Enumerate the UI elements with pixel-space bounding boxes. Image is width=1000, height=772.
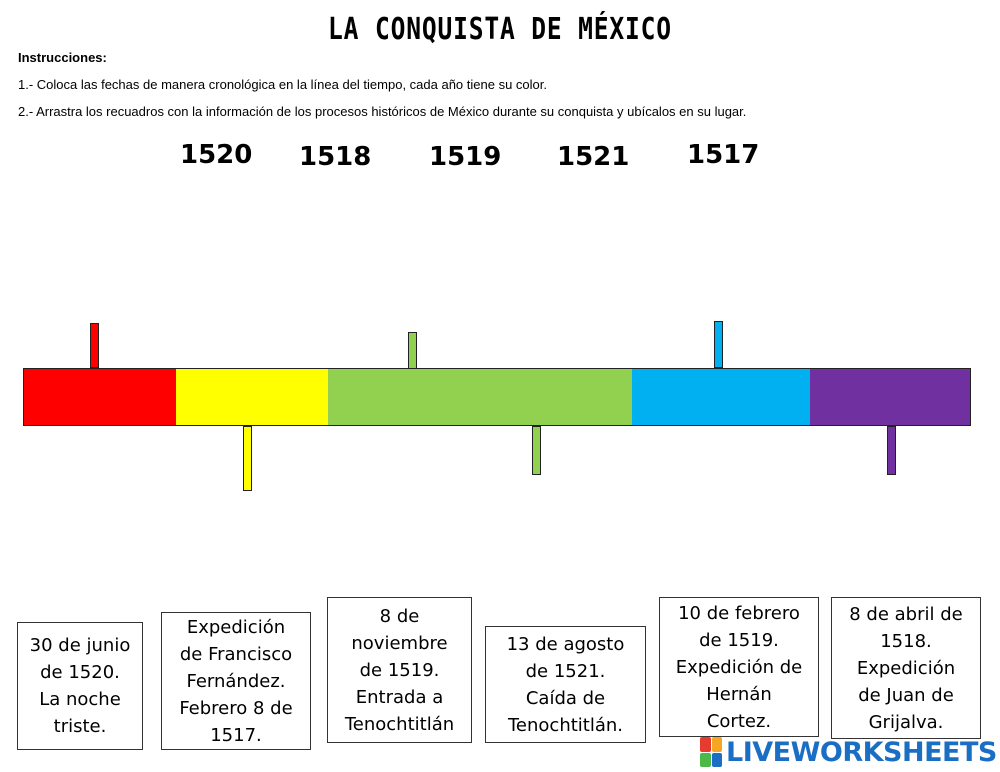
timeline-segment-purple	[810, 368, 971, 426]
instruction-step-2: 2.- Arrastra los recuadros con la inform…	[18, 104, 747, 119]
card-expedicion-cortez[interactable]: 10 de febrero de 1519. Expedición de Her…	[659, 597, 819, 737]
card-expedicion-grijalva[interactable]: 8 de abril de 1518. Expedición de Juan d…	[831, 597, 981, 739]
timeline-marker-green-bottom	[532, 426, 541, 475]
liveworksheets-logo-text: LIVEWORKSHEETS	[726, 736, 997, 768]
timeline-segment-red	[23, 368, 176, 426]
timeline-marker-yellow	[243, 426, 252, 491]
year-label-1518[interactable]: 1518	[299, 142, 372, 172]
timeline-segment-blue	[632, 368, 810, 426]
timeline-segment-green	[328, 368, 632, 426]
instructions-heading: Instrucciones:	[18, 50, 107, 65]
year-label-1520[interactable]: 1520	[180, 140, 253, 170]
timeline-marker-green-top	[408, 332, 417, 369]
timeline-marker-blue	[714, 321, 723, 368]
liveworksheets-logo-icon	[700, 737, 722, 767]
card-expedicion-fernandez[interactable]: Expedición de Francisco Fernández. Febre…	[161, 612, 311, 750]
timeline-marker-red	[90, 323, 99, 368]
liveworksheets-logo: LIVEWORKSHEETS	[700, 736, 997, 768]
year-label-1517[interactable]: 1517	[687, 140, 760, 170]
card-caida-tenochtitlan[interactable]: 13 de agosto de 1521. Caída de Tenochtit…	[485, 626, 646, 743]
instruction-step-1: 1.- Coloca las fechas de manera cronológ…	[18, 77, 547, 92]
timeline-marker-purple	[887, 426, 896, 475]
page-title: LA CONQUISTA DE MÉXICO	[328, 12, 672, 47]
year-label-1521[interactable]: 1521	[557, 142, 630, 172]
card-entrada-tenochtitlan[interactable]: 8 de noviembre de 1519. Entrada a Tenoch…	[327, 597, 472, 743]
timeline-segment-yellow	[176, 368, 328, 426]
card-noche-triste[interactable]: 30 de junio de 1520. La noche triste.	[17, 622, 143, 750]
year-label-1519[interactable]: 1519	[429, 142, 502, 172]
